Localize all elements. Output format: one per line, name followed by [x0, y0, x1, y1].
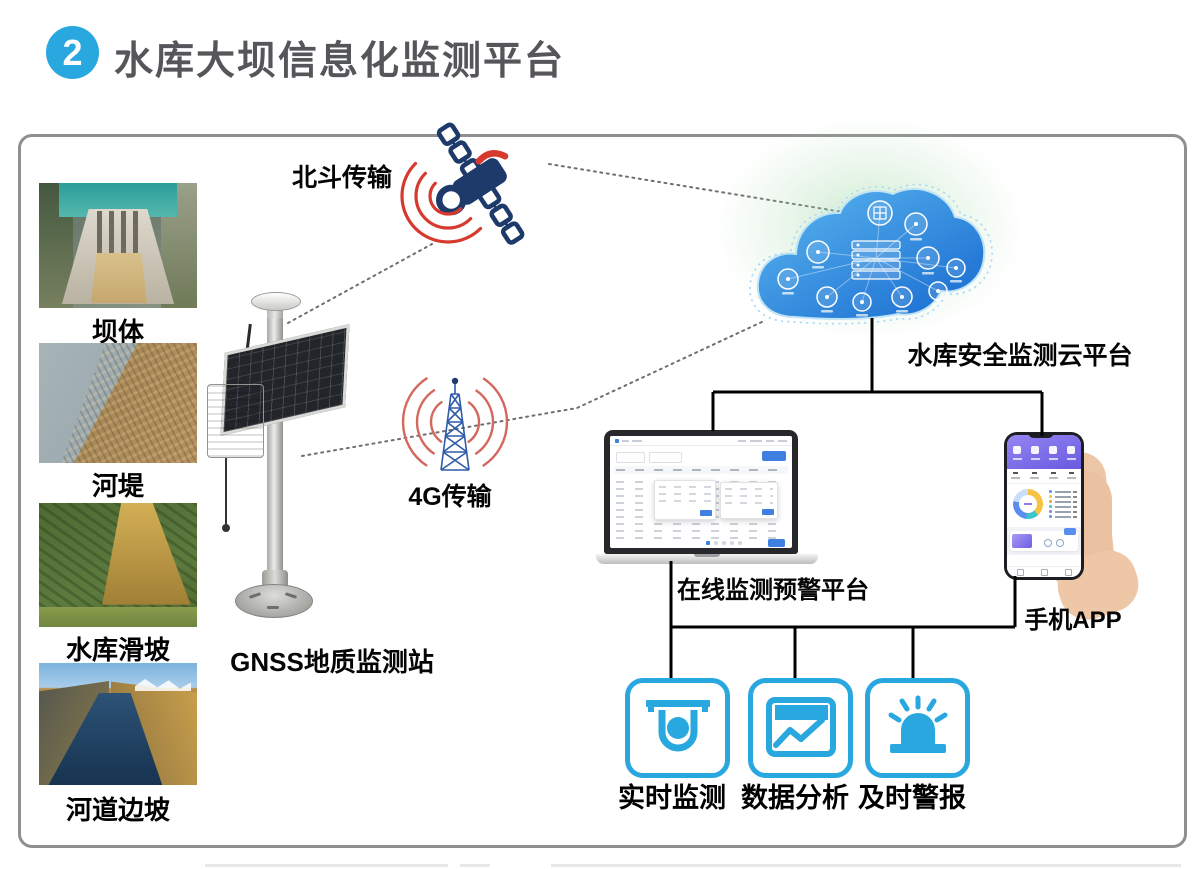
next-section-hint [460, 864, 490, 867]
next-section-hint [205, 864, 448, 867]
photo-river-slope [39, 663, 197, 785]
photo-river-embankment [39, 343, 197, 463]
label-mobile-app: 手机APP [1024, 607, 1122, 634]
mobile-phone [1004, 432, 1084, 580]
laptop-base [596, 554, 818, 564]
equipment-box [207, 384, 264, 458]
label-realtime-monitor: 实时监测 [618, 783, 726, 813]
photo-label-landslide: 水库滑坡 [65, 635, 170, 665]
next-section-hint [551, 864, 1181, 867]
station-base-plate [235, 584, 313, 618]
label-gnss-station: GNSS地质监测站 [230, 647, 434, 677]
photo-label-dam: 坝体 [91, 317, 144, 347]
feature-realtime-monitor [625, 678, 730, 778]
label-online-monitoring-platform: 在线监测预警平台 [677, 577, 869, 604]
laptop-screen [610, 436, 792, 548]
alarm-icon [888, 695, 947, 753]
feature-timely-alarm [865, 678, 970, 778]
analysis-icon [765, 697, 836, 757]
feature-data-analysis [748, 678, 853, 778]
photo-reservoir-landslide [39, 503, 197, 627]
badge-number: 2 [62, 31, 83, 73]
label-timely-alarm: 及时警报 [858, 783, 966, 813]
gnss-monitoring-station [205, 288, 405, 633]
phone-notch [1028, 432, 1054, 438]
equipment-antenna [225, 458, 227, 526]
photo-dam-body [39, 183, 197, 308]
photo-label-river-slope: 河道边坡 [65, 795, 170, 825]
laptop-popup-panel [720, 482, 778, 519]
label-4g-transmission: 4G传输 [408, 483, 492, 511]
phone-screen [1007, 435, 1081, 577]
label-cloud-platform: 水库安全监测云平台 [907, 342, 1133, 370]
phone-chart-legend [1049, 488, 1077, 518]
section-number-badge: 2 [46, 26, 99, 79]
gnss-antenna-dome [251, 292, 301, 311]
label-data-analysis: 数据分析 [741, 783, 849, 813]
phone-donut-chart [1013, 489, 1043, 519]
label-beidou-transmission: 北斗传输 [291, 164, 392, 192]
page-title: 水库大坝信息化监测平台 [114, 40, 566, 83]
camera-icon [645, 700, 710, 752]
photo-label-embankment: 河堤 [91, 471, 144, 501]
laptop [596, 428, 822, 568]
laptop-popup-panel [654, 480, 716, 520]
